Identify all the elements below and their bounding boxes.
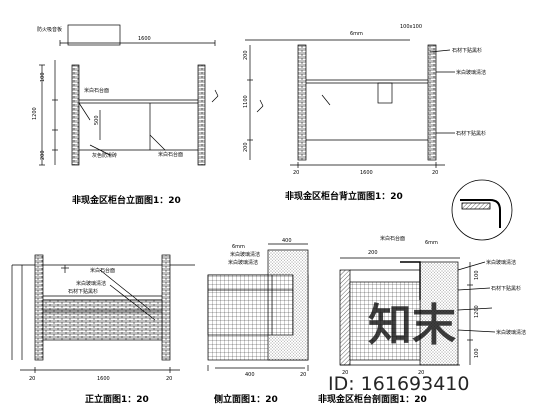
section-dim-bottom-1: 20 xyxy=(342,370,348,376)
section-title: 非现金区柜台剖面图1：20 xyxy=(318,393,427,405)
front-title: 非现金区柜台立面图1：20 xyxy=(72,194,181,206)
back-dim-left-3: 200 xyxy=(243,142,249,152)
section-dim-right-1: 100 xyxy=(474,270,480,280)
side-title: 侧立面图1：20 xyxy=(214,393,278,405)
side-label-1: 米白玻璃清洁 xyxy=(230,251,260,258)
section-label-3: 石材下贴黑杉 xyxy=(491,285,521,292)
back-dim-bottom-1: 20 xyxy=(293,170,299,176)
side-dim-top-1: 6mm xyxy=(232,244,245,250)
section-dim-right-2: 1200 xyxy=(474,305,480,318)
main-label-3: 石材下贴黑杉 xyxy=(68,288,98,295)
front-dim-left-2: 1200 xyxy=(32,107,38,120)
front-dim-left-3: 200 xyxy=(40,150,46,160)
main-title: 正立面图1：20 xyxy=(85,393,149,405)
section-label-4: 米白玻璃清洁 xyxy=(496,329,526,336)
back-dim-bottom-2: 1600 xyxy=(360,170,373,176)
section-label-2: 米白玻璃清洁 xyxy=(486,259,516,266)
front-dim-inner: 500 xyxy=(94,115,100,125)
front-elevation-drawing xyxy=(39,24,219,166)
section-dim-top-1: 200 xyxy=(368,250,378,256)
watermark-id: ID: 161693410 xyxy=(328,373,469,395)
main-dim-bottom-2: 1600 xyxy=(97,376,110,382)
side-dim-bottom-2: 20 xyxy=(300,372,306,378)
watermark-logo: 知末 xyxy=(368,300,456,351)
side-label-2: 米白玻璃清洁 xyxy=(228,259,258,266)
side-dim-bottom-1: 400 xyxy=(245,372,255,378)
back-dim-bottom-3: 20 xyxy=(432,170,438,176)
back-title: 非现金区柜台背立面图1：20 xyxy=(285,190,403,202)
side-dim-top-2: 400 xyxy=(282,238,292,244)
section-label-1: 米白石台面 xyxy=(380,235,405,242)
back-dim-top-2: 100x100 xyxy=(400,24,422,30)
front-label-2: 米白石台面 xyxy=(84,87,109,94)
front-dim-left-1: 100 xyxy=(40,72,46,82)
section-dim-bottom-2: 20 xyxy=(418,370,424,376)
back-dim-top-1: 6mm xyxy=(350,31,363,37)
main-elevation-drawing xyxy=(11,254,195,373)
front-label-4: 米白石台面 xyxy=(158,151,183,158)
back-label-2: 米白玻璃清洁 xyxy=(456,69,486,76)
side-elevation-drawing xyxy=(207,243,309,371)
detail-callout-circle xyxy=(451,179,513,241)
back-dim-left-2: 1100 xyxy=(243,95,249,108)
back-elevation-drawing xyxy=(245,39,455,168)
section-dim-top-2: 6mm xyxy=(425,240,438,246)
front-label-3: 灰色防滑砖 xyxy=(92,152,117,159)
front-label-1: 防火吸音板 xyxy=(37,26,62,33)
front-dim-top: 1600 xyxy=(138,36,151,42)
back-dim-left-1: 200 xyxy=(243,50,249,60)
back-label-1: 石材下贴黑杉 xyxy=(452,47,482,54)
main-dim-bottom-3: 20 xyxy=(166,376,172,382)
main-label-1: 米白石台面 xyxy=(90,267,115,274)
main-label-2: 米白玻璃清洁 xyxy=(76,280,106,287)
section-dim-right-3: 100 xyxy=(474,348,480,358)
main-dim-bottom-1: 20 xyxy=(29,376,35,382)
section-drawing xyxy=(339,257,496,366)
back-label-3: 石材下贴黑杉 xyxy=(456,130,486,137)
